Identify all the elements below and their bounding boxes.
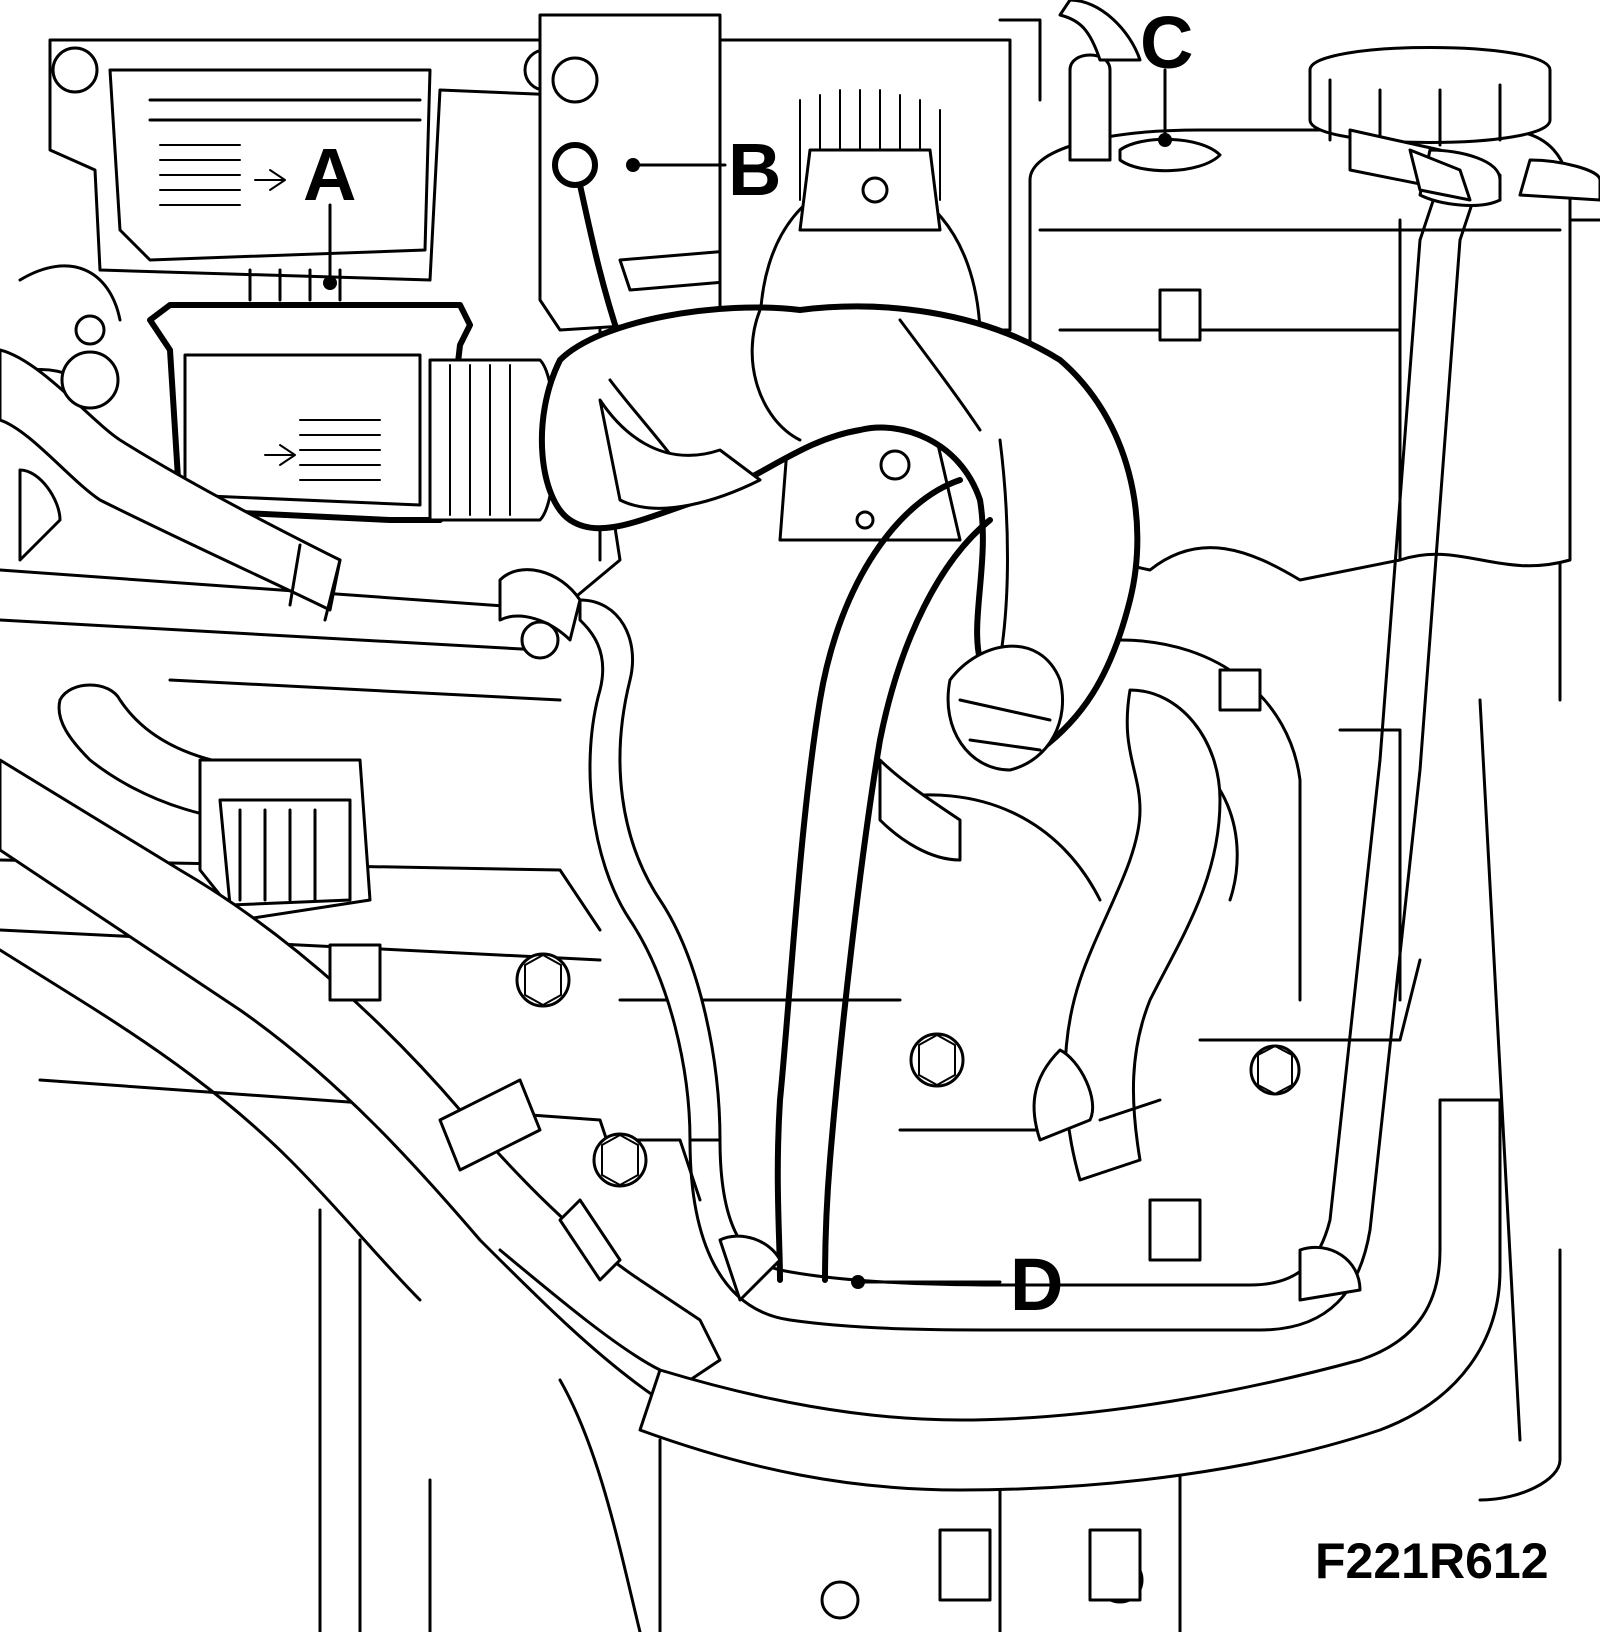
wiring-harness: [498, 568, 722, 1142]
bottom-hose: [0, 758, 1502, 1492]
component-a-control-unit: [48, 38, 567, 523]
leader-c-dot: [1158, 133, 1172, 147]
vertical-hose: [774, 477, 993, 1283]
callout-label-c: C: [1140, 1, 1193, 84]
bolts: [328, 668, 1362, 1620]
figure-code: F221R612: [1315, 1533, 1549, 1589]
callout-leaders: [323, 68, 1172, 1289]
callout-label-b: B: [728, 128, 781, 211]
upper-coolant-hose: [538, 303, 1141, 772]
callout-label-a: A: [303, 133, 356, 216]
left-hoses: [0, 314, 372, 922]
callout-label-d: D: [1010, 1243, 1063, 1326]
leader-b-dot: [626, 158, 640, 172]
leader-a-dot: [323, 276, 337, 290]
component-c-expansion-tank: [1028, 0, 1572, 582]
right-lower-hose: [1032, 688, 1222, 1182]
leader-d-dot: [851, 1275, 865, 1289]
